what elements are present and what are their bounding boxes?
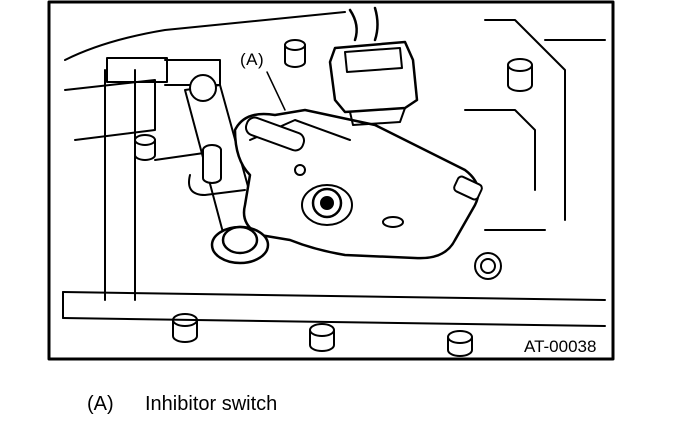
switch-small-hole <box>382 216 404 228</box>
illustration-frame <box>45 0 617 362</box>
connector-latch <box>344 47 403 73</box>
lever-upper-boss <box>189 74 217 102</box>
legend: (A) Inhibitor switch <box>87 393 277 416</box>
pan-bolt-3-body <box>447 336 473 357</box>
casing-bracket-right <box>464 109 536 191</box>
wire-2 <box>373 6 379 42</box>
inhibitor-switch-illustration <box>47 0 615 361</box>
connector-neck <box>349 107 406 126</box>
pan-edge-upper <box>62 291 606 301</box>
pan-bolt-3 <box>447 330 473 344</box>
pivot-shaft-center <box>320 196 334 210</box>
casing-tab <box>106 57 168 83</box>
callout-label: (A) <box>240 50 265 69</box>
figure-code: AT-00038 <box>524 337 597 356</box>
callout-leader-line <box>266 71 286 111</box>
harness-connector <box>328 40 419 114</box>
stud-right <box>507 58 533 72</box>
pan-edge-lower <box>62 317 606 327</box>
legend-text: Inhibitor switch <box>145 393 278 415</box>
pan-bolt-2-body <box>309 329 335 352</box>
pan-bolt-1-body <box>172 319 198 343</box>
casing-block-left <box>64 79 156 141</box>
stud-top-left <box>284 39 306 51</box>
casing-edge-right <box>484 19 566 221</box>
legend-key: (A) <box>87 393 114 415</box>
stud-left-body <box>134 139 156 161</box>
bolt-hole-right <box>474 252 502 280</box>
manual-pin-head <box>221 225 259 255</box>
bolt-hole-right-inner <box>480 258 496 274</box>
wire-1 <box>348 8 358 42</box>
figure-border <box>47 0 615 361</box>
switch-screw-hole <box>294 164 306 176</box>
switch-slot-right <box>453 175 483 201</box>
stud-left <box>134 134 156 146</box>
stud-top-left-body <box>284 44 306 68</box>
casing-edge-top <box>64 11 346 61</box>
switch-slot-left <box>244 116 306 152</box>
pan-bolt-2 <box>309 323 335 337</box>
lever-base-plate <box>188 174 246 196</box>
lever-pin-body <box>202 149 222 184</box>
stud-right-body <box>507 64 533 92</box>
